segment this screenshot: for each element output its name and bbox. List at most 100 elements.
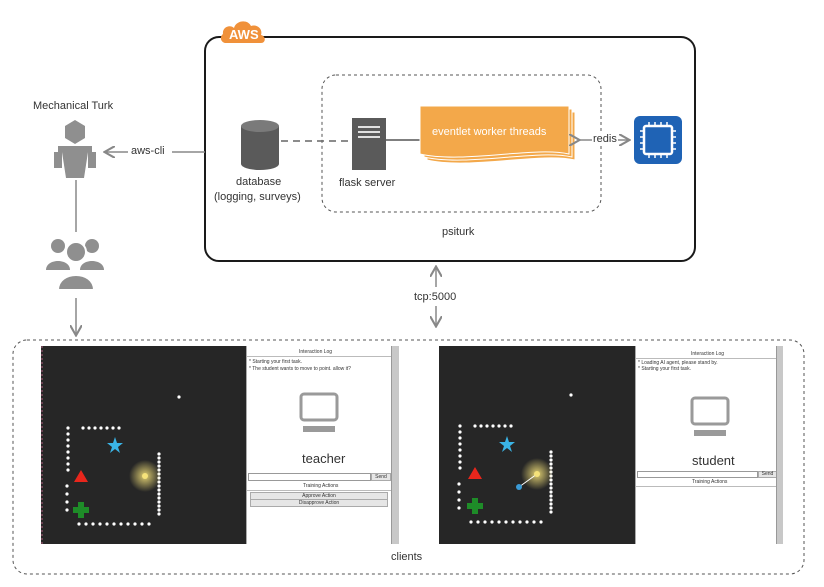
student-send-button[interactable]: Send: [758, 471, 777, 478]
tcp-label: tcp:5000: [414, 291, 457, 303]
wall-dot: [457, 482, 461, 486]
wall-dot: [457, 498, 461, 502]
student-move-line: [518, 473, 538, 488]
wall-dot: [525, 520, 529, 524]
wall-dot: [65, 508, 69, 512]
wall-dot: [497, 424, 501, 428]
wall-dot: [549, 486, 553, 490]
wall-dot: [105, 426, 109, 430]
wall-dot: [549, 506, 553, 510]
wall-dot: [549, 458, 553, 462]
student-game-canvas[interactable]: [439, 346, 635, 544]
wall-dot: [458, 448, 462, 452]
wall-dot: [66, 438, 70, 442]
aws-cloud-icon: [220, 21, 265, 43]
wall-dot: [485, 424, 489, 428]
wall-dot: [476, 520, 480, 524]
wall-dot: [569, 393, 573, 397]
wall-dot: [458, 466, 462, 470]
wall-dot: [518, 520, 522, 524]
wall-dot: [549, 454, 553, 458]
teacher-gridworld: [41, 346, 181, 544]
teacher-agent: [142, 473, 148, 479]
wall-dot: [458, 454, 462, 458]
wall-dot: [65, 492, 69, 496]
eventlet-threads-icon: [419, 105, 576, 164]
wall-dot: [112, 522, 116, 526]
wall-dot: [457, 490, 461, 494]
student-cross-goal: [467, 498, 483, 514]
wall-dot: [549, 462, 553, 466]
wall-dot: [458, 442, 462, 446]
flask-server-label: flask server: [339, 177, 396, 189]
wall-dot: [157, 508, 161, 512]
student-triangle-goal: [468, 467, 482, 479]
wall-dot: [483, 520, 487, 524]
wall-dot: [539, 520, 543, 524]
database-icon: [241, 120, 279, 170]
psiturk-label: psiturk: [442, 226, 475, 238]
wall-dot: [509, 424, 513, 428]
wall-dot: [549, 490, 553, 494]
student-log-line-1: * Loading AI agent, please stand by.: [638, 360, 718, 366]
wall-dot: [66, 426, 70, 430]
wall-dot: [117, 426, 121, 430]
wall-dot: [105, 522, 109, 526]
teacher-log-line-2: * The student wants to move to point. al…: [249, 366, 351, 372]
wall-dot: [66, 456, 70, 460]
teacher-send-button[interactable]: Send: [371, 473, 391, 481]
wall-dot: [457, 506, 461, 510]
wall-dot: [157, 496, 161, 500]
wall-dot: [491, 424, 495, 428]
wall-dot: [157, 460, 161, 464]
student-chat-input[interactable]: [637, 471, 758, 478]
wall-dot: [549, 450, 553, 454]
wall-dot: [111, 426, 115, 430]
student-computer-icon: [690, 396, 730, 436]
teacher-cross-goal: [73, 502, 89, 518]
teacher-disapprove-button[interactable]: Disapprove Action: [250, 499, 388, 507]
wall-dot: [458, 424, 462, 428]
wall-dot: [549, 494, 553, 498]
mechanical-turk-icon: [54, 120, 96, 178]
server-icon: [352, 118, 386, 170]
wall-dot: [504, 520, 508, 524]
wall-dot: [549, 502, 553, 506]
clients-boundary: [12, 339, 805, 575]
wall-dot: [157, 504, 161, 508]
student-gridworld: [457, 393, 573, 524]
aws-cli-label: aws-cli: [131, 145, 165, 157]
wall-dot: [140, 522, 144, 526]
student-agent: [534, 471, 540, 477]
database-label-line1: database: [236, 176, 282, 188]
wall-dot: [93, 426, 97, 430]
wall-dot: [532, 520, 536, 524]
wall-dot: [157, 452, 161, 456]
student-scrollbar[interactable]: [776, 346, 783, 544]
wall-dot: [66, 444, 70, 448]
wall-dot: [126, 522, 130, 526]
teacher-star-goal: [107, 437, 123, 453]
wall-dot: [469, 520, 473, 524]
wall-dot: [84, 522, 88, 526]
wall-dot: [157, 456, 161, 460]
teacher-scrollbar[interactable]: [391, 346, 399, 544]
wall-dot: [458, 460, 462, 464]
wall-dot: [119, 522, 123, 526]
teacher-chat-input[interactable]: [248, 473, 371, 481]
wall-dot: [458, 430, 462, 434]
teacher-log-line-1: * Starting your first task.: [249, 359, 303, 365]
aws-badge-label: AWS: [229, 27, 259, 42]
eventlet-label: eventlet worker threads: [432, 126, 547, 138]
teacher-log-title: Interaction Log: [299, 349, 333, 355]
student-target-point: [516, 484, 522, 490]
wall-dot: [81, 426, 85, 430]
student-role-label: student: [692, 453, 735, 468]
teacher-side-panel: Interaction Log * Starting your first ta…: [246, 346, 391, 544]
wall-dot: [66, 468, 70, 472]
database-label-line2: (logging, surveys): [214, 191, 301, 203]
teacher-game-canvas[interactable]: [41, 346, 246, 544]
student-log-line-2: * Starting your first task.: [638, 366, 692, 372]
wall-dot: [65, 484, 69, 488]
wall-dot: [157, 492, 161, 496]
